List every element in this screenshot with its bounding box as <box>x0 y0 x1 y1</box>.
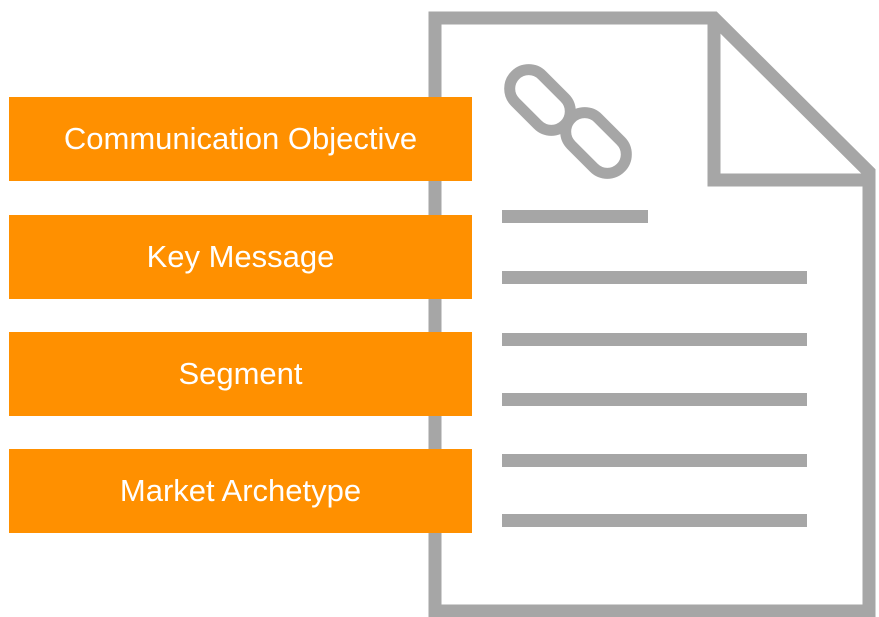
text-line-short <box>502 210 648 223</box>
label-text: Segment <box>178 356 303 391</box>
label-key-message: Key Message <box>9 215 472 299</box>
label-text: Key Message <box>146 239 335 274</box>
text-line <box>502 393 807 406</box>
label-market-archetype: Market Archetype <box>9 449 472 533</box>
label-text: Market Archetype <box>119 473 362 508</box>
text-line <box>502 271 807 284</box>
link-chain-icon <box>504 64 632 179</box>
label-communication-objective: Communication Objective <box>9 97 472 181</box>
document-text-lines <box>502 210 807 527</box>
text-line <box>502 333 807 346</box>
folded-corner <box>707 18 869 187</box>
label-segment: Segment <box>9 332 472 416</box>
text-line <box>502 454 807 467</box>
label-text: Communication Objective <box>63 121 418 156</box>
text-line <box>502 514 807 527</box>
